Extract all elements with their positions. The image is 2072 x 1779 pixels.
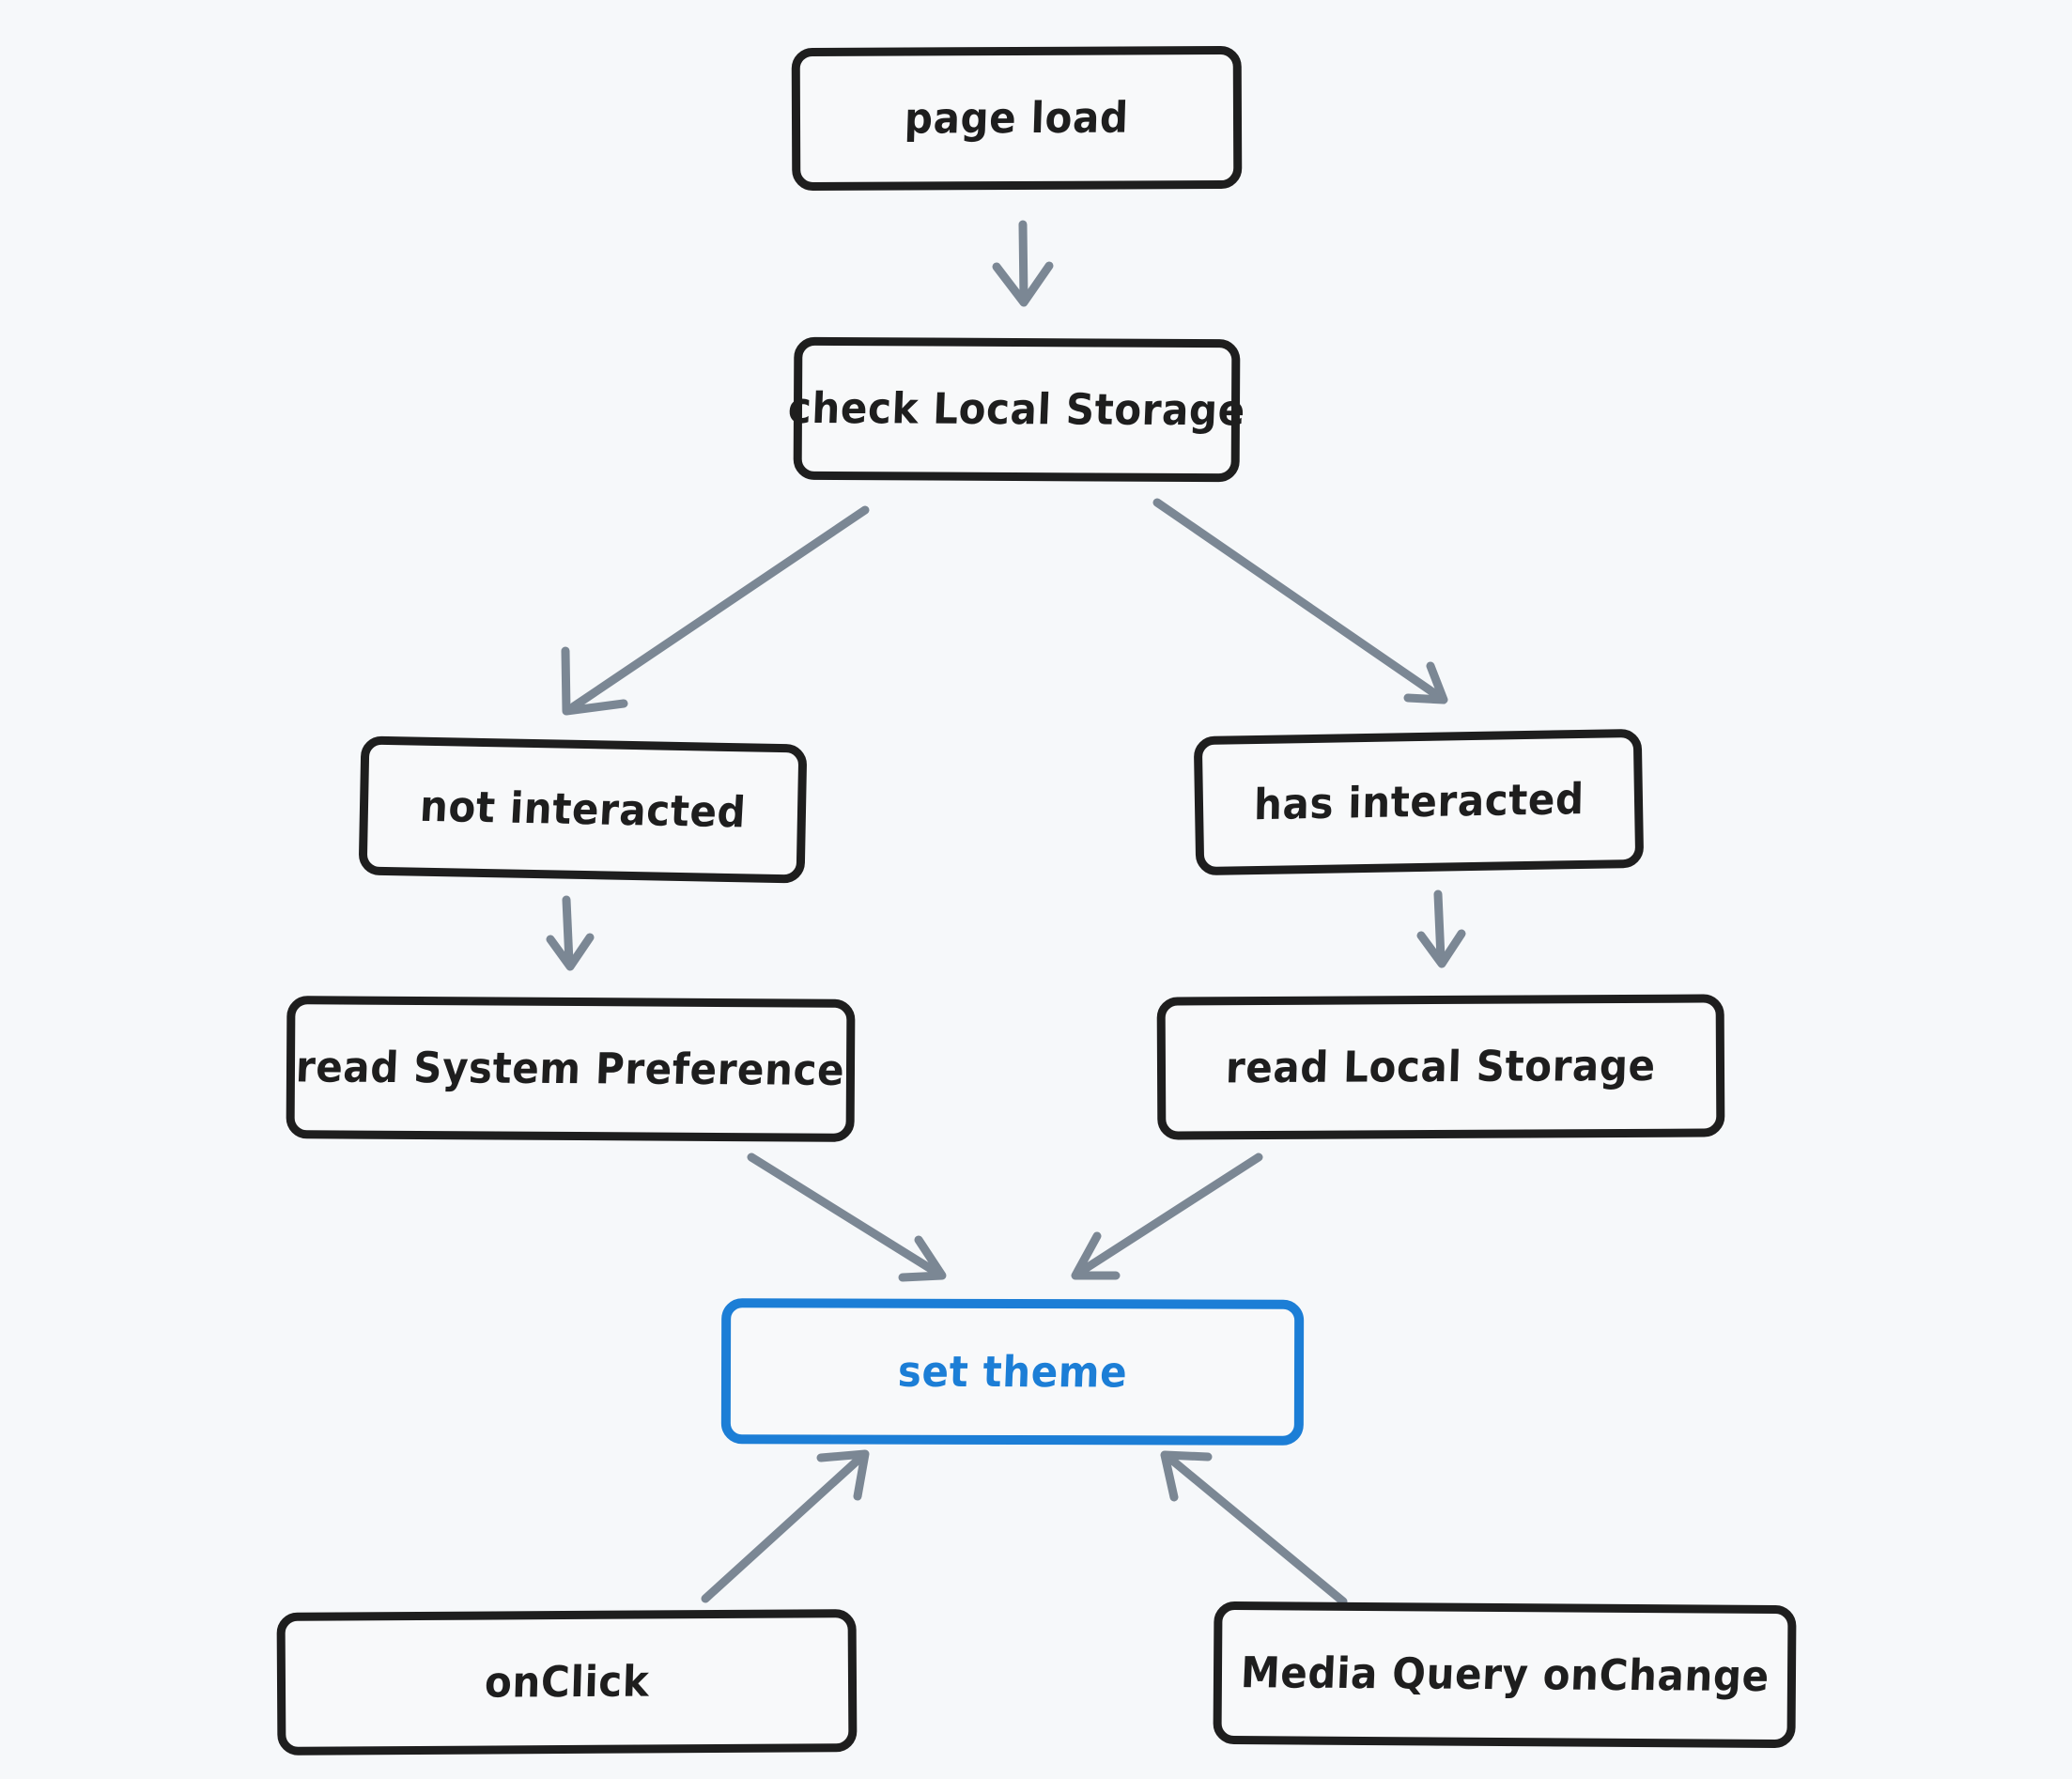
- node-media-query-onchange-label: Media Query onChange: [1239, 1648, 1770, 1701]
- node-set-theme[interactable]: set theme: [720, 1298, 1305, 1446]
- node-media-query-onchange[interactable]: Media Query onChange: [1213, 1601, 1797, 1749]
- node-onclick-label: onClick: [484, 1656, 650, 1708]
- edge-has-interacted-to-read-local-storage: [1416, 890, 1466, 968]
- edge-read-system-preference-to-set-theme: [747, 1152, 947, 1282]
- edge-onclick-to-set-theme: [701, 1449, 870, 1603]
- node-page-load-label: page load: [904, 92, 1130, 144]
- node-read-local-storage-label: read Local Storage: [1225, 1040, 1657, 1093]
- edge-mediaquery-to-set-theme: [1160, 1450, 1348, 1606]
- node-set-theme-label: set theme: [896, 1346, 1129, 1397]
- edge-page-load-to-check-local-storage: [992, 220, 1054, 307]
- node-read-local-storage[interactable]: read Local Storage: [1156, 994, 1725, 1140]
- edge-not-interacted-to-read-system-preference: [546, 895, 595, 971]
- node-check-local-storage-label: check Local Storage: [787, 382, 1246, 436]
- edge-check-local-storage-to-has-interacted: [1152, 498, 1448, 704]
- node-has-interacted[interactable]: has interacted: [1193, 728, 1645, 876]
- node-check-local-storage[interactable]: check Local Storage: [787, 336, 1246, 483]
- node-onclick[interactable]: onClick: [276, 1609, 858, 1756]
- edge-read-local-storage-to-set-theme: [1071, 1152, 1263, 1280]
- node-has-interacted-label: has interacted: [1253, 773, 1585, 830]
- node-read-system-preference-label: read System Preference: [295, 1042, 846, 1095]
- node-page-load[interactable]: page load: [791, 45, 1243, 192]
- node-not-interacted[interactable]: not interacted: [358, 735, 808, 884]
- node-read-system-preference[interactable]: read System Preference: [286, 996, 856, 1142]
- node-not-interacted-label: not interacted: [418, 781, 748, 838]
- edge-check-local-storage-to-not-interacted: [561, 505, 870, 716]
